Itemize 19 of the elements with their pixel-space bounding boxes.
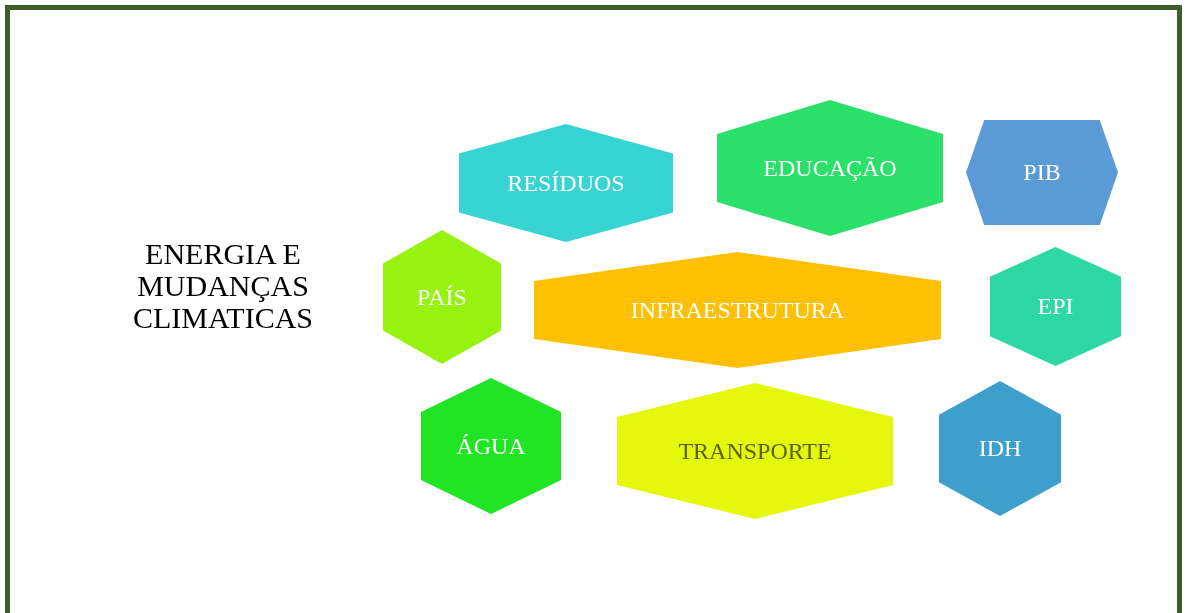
node-label: PIB [1023, 159, 1061, 186]
node-label: INFRAESTRUTURA [630, 296, 845, 324]
node-label: TRANSPORTE [678, 437, 832, 465]
node-label: EPI [1037, 293, 1074, 320]
node-label: IDH [978, 435, 1022, 462]
node-label: ÁGUA [456, 432, 526, 460]
hexagon-shape [990, 247, 1121, 366]
hexagon-shape [966, 120, 1118, 225]
hexagon-shape [617, 383, 893, 519]
hexagon-shape [717, 100, 943, 236]
node-label: PAÍS [417, 283, 467, 311]
hexagon-shape [939, 381, 1061, 516]
node-label: EDUCAÇÃO [763, 154, 897, 182]
hexagon-shape [421, 378, 561, 514]
node-label: RESÍDUOS [507, 169, 625, 197]
hexagon-shape [459, 124, 673, 242]
hexagon-shape [534, 252, 941, 368]
hexagon-shape [383, 230, 501, 364]
heading: ENERGIA E MUDANÇAS CLIMATICAS [132, 238, 314, 334]
